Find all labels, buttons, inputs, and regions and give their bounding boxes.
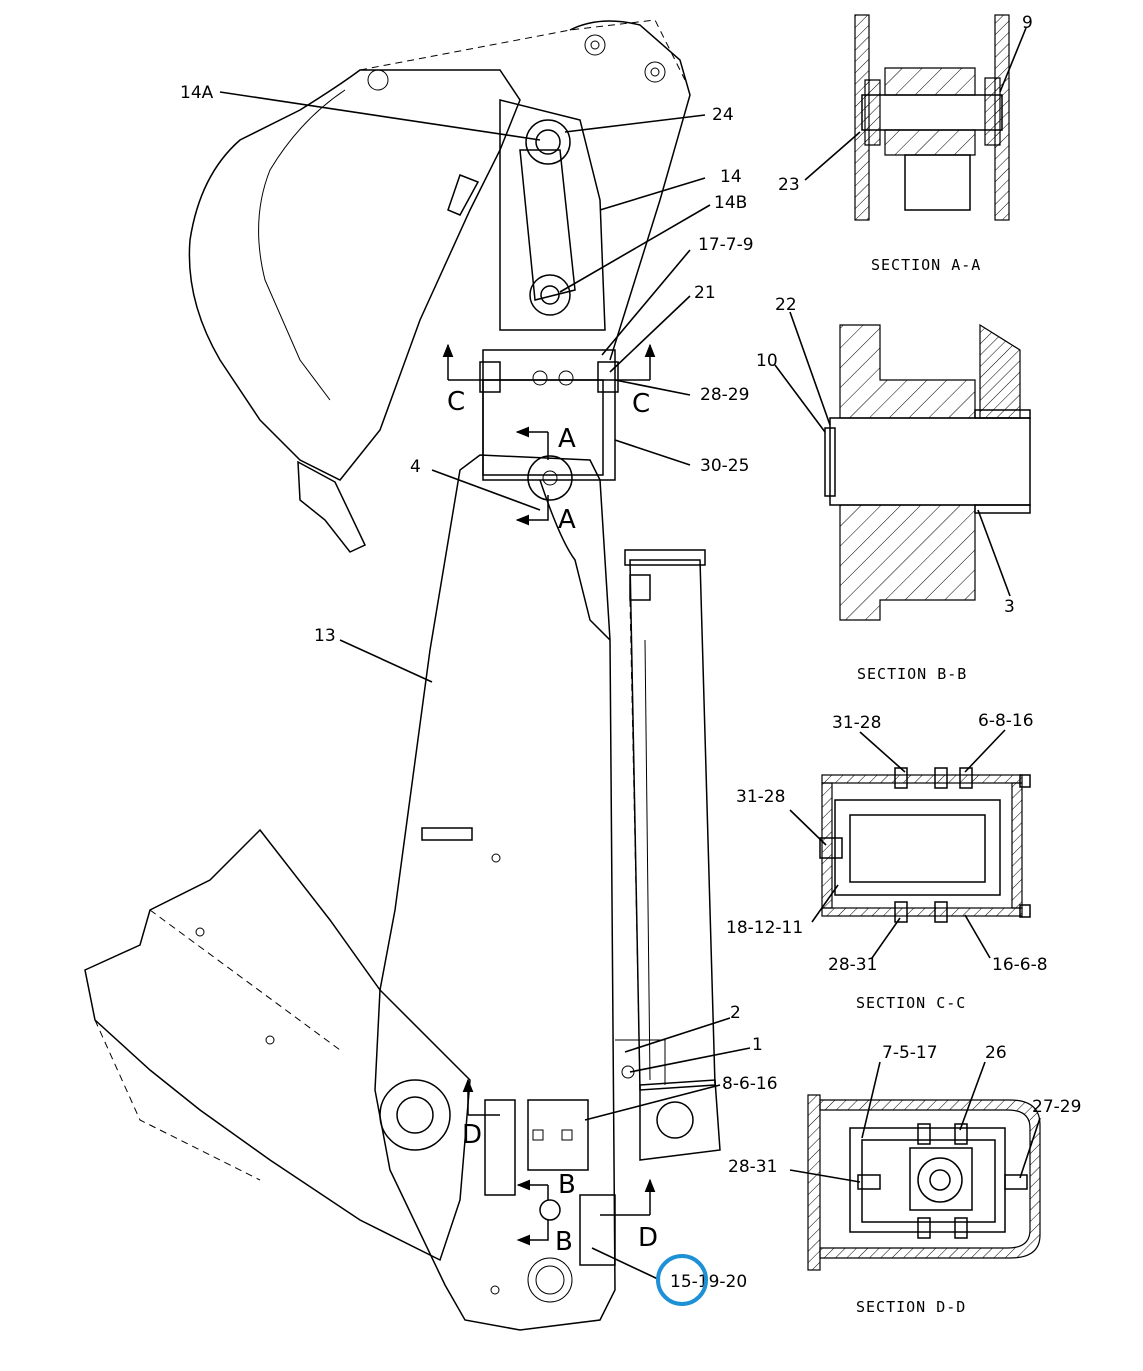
callout-8-6-16: 8-6-16 xyxy=(722,1074,778,1094)
section-marker-a-top: A xyxy=(558,424,576,454)
callout-18-12-11: 18-12-11 xyxy=(726,918,803,938)
section-b-b-title: SECTION B-B xyxy=(857,665,967,683)
callout-22: 22 xyxy=(775,295,797,315)
pin-14A xyxy=(525,119,571,165)
section-a-a-title: SECTION A-A xyxy=(871,256,981,274)
hydraulic-cylinder xyxy=(629,559,716,1091)
main-view: 14A 24 14 14B 17-7-9 21 28-29 30-25 4 13… xyxy=(84,19,778,1331)
callout-17-7-9: 17-7-9 xyxy=(698,235,754,255)
callout-14: 14 xyxy=(720,167,742,187)
callout-6-8-16: 6-8-16 xyxy=(978,711,1034,731)
callout-1: 1 xyxy=(752,1035,763,1055)
callout-16-6-8: 16-6-8 xyxy=(992,955,1048,975)
section-marker-a-bottom: A xyxy=(558,505,576,535)
callout-13: 13 xyxy=(314,626,336,646)
callout-24: 24 xyxy=(712,105,734,125)
callout-9: 9 xyxy=(1022,13,1033,33)
callout-3: 3 xyxy=(1004,597,1015,617)
section-d-d-title: SECTION D-D xyxy=(856,1298,966,1316)
section-marker-c-left: C xyxy=(447,387,465,417)
callout-21: 21 xyxy=(694,283,716,303)
section-marker-b-top: B xyxy=(558,1170,576,1200)
section-a-a: 9 23 SECTION A-A xyxy=(778,13,1033,274)
callout-28-31-d: 28-31 xyxy=(728,1157,777,1177)
callout-30-25: 30-25 xyxy=(700,456,749,476)
stick-13 xyxy=(374,454,616,1331)
boom-end xyxy=(84,828,471,1262)
section-marker-d-left: D xyxy=(462,1120,482,1150)
section-d-d: 7-5-17 26 27-29 28-31 SECTION D-D xyxy=(728,1043,1081,1316)
link-14 xyxy=(499,99,606,331)
section-c-c: 31-28 6-8-16 31-28 18-12-11 28-31 16-6-8… xyxy=(726,711,1048,1012)
section-b-b: 22 10 3 SECTION B-B xyxy=(756,295,1031,683)
section-c-c-title: SECTION C-C xyxy=(856,994,966,1012)
pin-14B xyxy=(529,274,571,316)
bucket xyxy=(188,69,521,481)
section-marker-c-right: C xyxy=(632,389,650,419)
callout-27-29: 27-29 xyxy=(1032,1097,1081,1117)
callout-15-19-20: 15-19-20 xyxy=(670,1272,747,1292)
callout-31-28-top: 31-28 xyxy=(832,713,881,733)
callout-7-5-17: 7-5-17 xyxy=(882,1043,938,1063)
callout-4: 4 xyxy=(410,457,421,477)
section-marker-b-bottom: B xyxy=(555,1227,573,1257)
callout-2: 2 xyxy=(730,1003,741,1023)
callout-31-28-left: 31-28 xyxy=(736,787,785,807)
callout-10: 10 xyxy=(756,351,778,371)
callout-28-31: 28-31 xyxy=(828,955,877,975)
callout-28-29: 28-29 xyxy=(700,385,749,405)
callout-14B: 14B xyxy=(714,193,747,213)
section-marker-d-right: D xyxy=(638,1223,658,1253)
callout-23: 23 xyxy=(778,175,800,195)
highlight-circle xyxy=(656,1254,708,1306)
callout-14A: 14A xyxy=(180,83,214,103)
callout-26: 26 xyxy=(985,1043,1007,1063)
